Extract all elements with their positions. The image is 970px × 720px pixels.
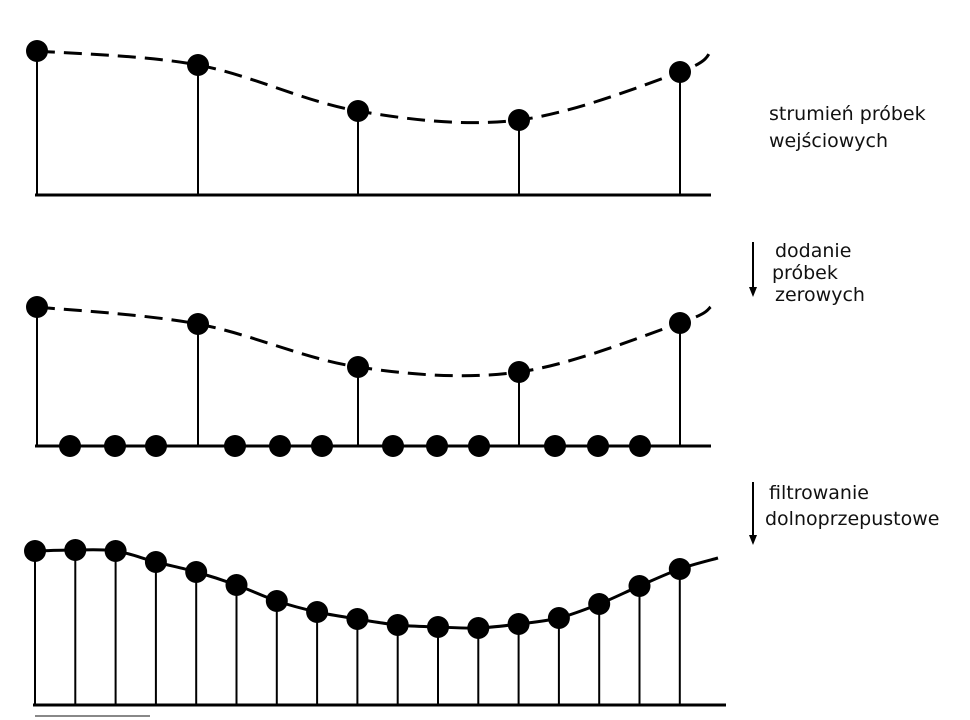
sample-dot — [26, 296, 48, 318]
sample-dot — [508, 109, 530, 131]
sample-dot — [225, 574, 248, 596]
sample-dot — [24, 540, 46, 562]
zero-sample-dot — [382, 435, 404, 457]
dashed-envelope — [36, 48, 714, 125]
sample-dot — [265, 590, 288, 612]
label-line: próbek — [772, 262, 838, 284]
sample-dot — [507, 613, 530, 635]
zero-sample-dot — [224, 435, 246, 457]
zero-sample-dot — [269, 435, 291, 457]
label-input-stream: strumień próbek wejściowych — [769, 102, 926, 153]
sample-dot — [185, 561, 208, 583]
zero-sample-dot — [311, 435, 333, 457]
zero-sample-dot — [468, 435, 490, 457]
label-line: dodanie — [775, 240, 852, 262]
label-lowpass: filtrowanie dolnoprzepustowe — [765, 481, 939, 531]
sample-dot — [669, 61, 691, 83]
label-line: strumień próbek — [769, 103, 926, 125]
label-line: filtrowanie — [769, 482, 869, 504]
dashed-envelope — [36, 304, 713, 378]
sample-dot — [669, 312, 691, 334]
sample-dot — [668, 558, 691, 580]
sample-dot — [588, 593, 611, 615]
sample-dot — [467, 617, 490, 639]
zero-sample-dot — [426, 435, 448, 457]
zero-sample-dot — [587, 435, 609, 457]
zero-sample-dot — [544, 435, 566, 457]
zero-sample-dot — [145, 435, 167, 457]
sample-dot — [144, 551, 167, 573]
filtered-curve — [34, 548, 719, 630]
sample-dot — [347, 100, 369, 122]
sample-dot — [508, 361, 530, 383]
sample-dot — [628, 575, 651, 597]
sample-dot — [386, 614, 409, 636]
sample-dot — [64, 539, 87, 561]
sample-dot — [427, 616, 449, 638]
arrow-down-icon — [749, 535, 757, 545]
label-line: zerowych — [775, 284, 865, 306]
sample-dot — [306, 601, 329, 623]
zero-sample-dot — [104, 435, 126, 457]
sample-dot — [187, 313, 209, 335]
sample-dot — [346, 608, 369, 630]
zero-sample-dot — [59, 435, 81, 457]
label-line: dolnoprzepustowe — [765, 508, 940, 530]
sample-dot — [26, 40, 48, 62]
zero-sample-dot — [629, 435, 651, 457]
sample-dot — [104, 540, 127, 562]
label-line: wejściowych — [769, 130, 889, 152]
sample-dot — [547, 607, 570, 629]
arrow-down-icon — [749, 287, 757, 297]
label-zero-insertion: dodanie próbek zerowych — [772, 240, 865, 306]
sample-dot — [347, 356, 369, 378]
sample-dot — [187, 54, 209, 76]
